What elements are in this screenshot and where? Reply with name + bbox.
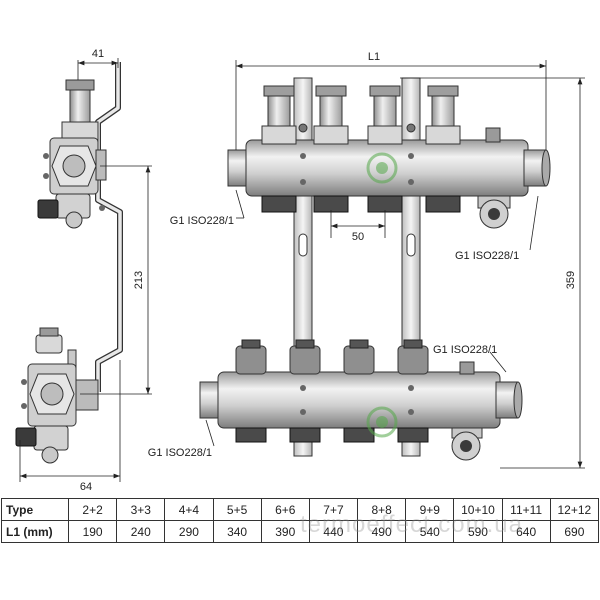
lower-valve-1: [235, 339, 267, 443]
side-lower-dark-knob: [15, 427, 37, 447]
type-cell: 10+10: [453, 498, 503, 521]
l1-cell: 190: [67, 520, 118, 543]
lower-valve-4: [397, 339, 429, 443]
l1-cell: 690: [549, 520, 600, 543]
upper-flow-meter-4: [425, 85, 461, 213]
side-upper-valve: [37, 79, 107, 229]
upper-flow-meter-1: [261, 85, 297, 213]
type-cell: 6+6: [260, 498, 310, 521]
upper-flow-meters: [261, 85, 461, 213]
dim-outlet-spacing-label: 50: [352, 231, 364, 243]
lower-valves: [235, 339, 429, 443]
callout-upper-left-thread: G1 ISO228/1: [170, 215, 234, 227]
dim-side-width-label: 41: [92, 48, 104, 60]
type-cell: 7+7: [308, 498, 359, 521]
side-lower-valve: [15, 327, 99, 464]
l1-cell: 540: [405, 520, 455, 543]
row-header-l1: L1 (mm): [1, 520, 69, 543]
upper-air-vent: [477, 127, 511, 229]
front-view: L1 359 50 G1 ISO228/1 G1 ISO228/1 G1 ISO…: [148, 51, 585, 469]
dim-center-height-label: 213: [133, 271, 145, 289]
side-upper-dark-knob: [37, 199, 59, 219]
logo-mark-lower: [366, 406, 398, 438]
side-mounting-bracket: [95, 62, 123, 392]
l1-cell: 640: [501, 520, 551, 543]
l1-cell: 440: [308, 520, 359, 543]
upper-flow-meter-3: [367, 85, 403, 213]
type-cell: 11+11: [501, 498, 551, 521]
type-cell: 12+12: [549, 498, 600, 521]
row-header-type: Type: [1, 498, 69, 521]
l1-cell: 290: [164, 520, 214, 543]
type-cell: 4+4: [164, 498, 214, 521]
side-view: 41 213 64: [15, 48, 152, 493]
l1-cell: 590: [453, 520, 503, 543]
dim-total-height-label: 359: [565, 271, 577, 289]
type-cell: 5+5: [212, 498, 262, 521]
type-cell: 8+8: [357, 498, 407, 521]
table-row-type: Type 2+2 3+3 4+4 5+5 6+6 7+7 8+8 9+9 10+…: [1, 498, 600, 521]
l1-cell: 390: [260, 520, 310, 543]
dim-total-width-label: L1: [368, 51, 380, 63]
l1-cell: 340: [212, 520, 262, 543]
l1-cell: 490: [357, 520, 407, 543]
spec-table: Type 2+2 3+3 4+4 5+5 6+6 7+7 8+8 9+9 10+…: [1, 498, 600, 543]
lower-manifold-bar: [199, 371, 523, 429]
callout-lower-left-thread: G1 ISO228/1: [148, 447, 212, 459]
logo-mark-upper: [366, 152, 398, 184]
dim-side-bottom-width-label: 64: [80, 481, 92, 493]
type-cell: 2+2: [67, 498, 118, 521]
table-row-l1: L1 (mm) 190 240 290 340 390 440 490 540 …: [1, 520, 600, 543]
lower-air-vent: [451, 361, 483, 461]
callout-lower-right-thread: G1 ISO228/1: [433, 344, 497, 356]
lower-valve-3: [343, 339, 375, 443]
l1-cell: 240: [116, 520, 166, 543]
type-cell: 9+9: [405, 498, 455, 521]
upper-manifold-bar: [227, 139, 551, 197]
type-cell: 3+3: [116, 498, 166, 521]
lower-valve-2: [289, 339, 321, 443]
callout-upper-right-thread: G1 ISO228/1: [455, 250, 519, 262]
